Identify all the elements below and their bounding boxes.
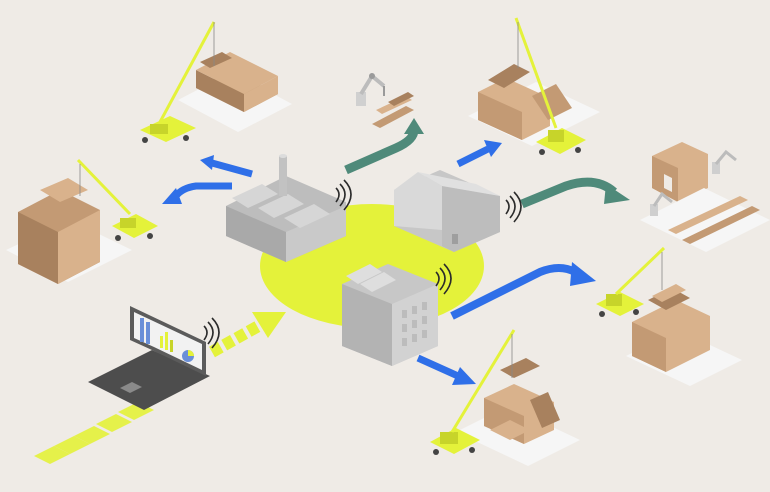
robot-arm-icon — [356, 72, 386, 106]
robot-arm-icon — [712, 149, 737, 174]
crane-assembly-top-right — [468, 17, 600, 155]
crane-assembly-top-left — [140, 21, 292, 143]
production-block — [342, 264, 438, 366]
crane-icon — [514, 17, 586, 155]
crane-icon — [140, 21, 216, 143]
arrow-to-robot-top — [344, 118, 424, 175]
crane-assembly-bottom — [430, 329, 580, 466]
wifi-signal-icon — [505, 191, 522, 223]
arrow-to-right — [450, 262, 596, 320]
crane-icon — [430, 329, 516, 455]
wifi-signal-icon — [335, 179, 352, 211]
robot-arm-icon — [650, 191, 673, 216]
panel-robots-right — [640, 142, 770, 252]
crane-assembly-right — [596, 246, 742, 386]
crane-assembly-left — [6, 158, 158, 284]
factory-with-chimney — [226, 154, 346, 262]
laptop-dashboard — [88, 306, 210, 410]
robot-arm-top — [356, 72, 414, 128]
arrow-to-left — [162, 182, 232, 204]
wifi-signal-icon — [203, 317, 220, 349]
arrow-to-panels-right — [520, 177, 630, 209]
crane-icon — [76, 158, 158, 241]
arrow-to-bottom — [416, 354, 476, 385]
crane-icon — [596, 246, 666, 317]
chart-icon — [140, 318, 194, 362]
arrow-to-top-right — [456, 140, 502, 168]
arrow-to-top-left — [200, 155, 253, 178]
wifi-signal-icon — [435, 263, 452, 295]
warehouse-gable — [394, 170, 500, 252]
data-input-arrow — [209, 312, 286, 358]
